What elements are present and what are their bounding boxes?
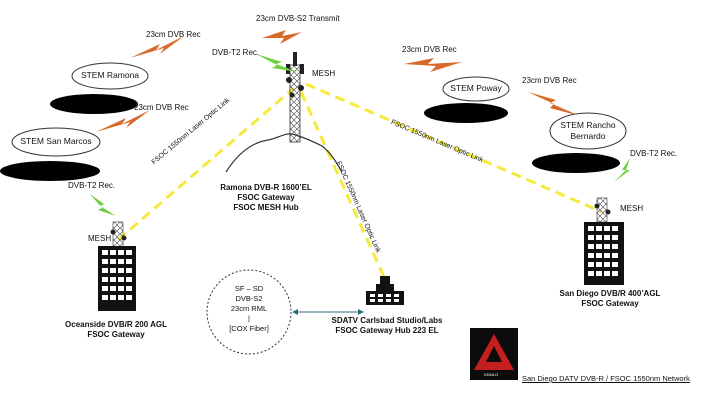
network-caption: San Diego DATV DVB-R / FSOC 1550nm Netwo… — [522, 374, 690, 383]
stem-ramona-rec-label: 23cm DVB Rec — [146, 30, 201, 39]
stem-san-marcos-rec-label: 23cm DVB Rec — [134, 103, 189, 112]
oceanside-building — [98, 221, 136, 311]
lightning-bolt-icon — [262, 30, 302, 44]
stem-ramona-label: STEM Ramona — [80, 70, 140, 80]
fiber-line: SF – SD — [234, 284, 264, 293]
hub-rx-label: DVB-T2 Rec. — [212, 48, 260, 57]
lightning-bolt-icon — [404, 58, 462, 72]
stem-san-marcos-shadow — [0, 161, 100, 181]
stem-san-marcos-label: STEM San Marcos — [20, 136, 92, 146]
laser-link-carlsbad — [299, 91, 386, 278]
stem-rancho-bernardo-rec-label: 23cm DVB Rec — [522, 76, 577, 85]
fiber-line: [COX Fiber] — [229, 324, 269, 333]
arrow-head-right-icon — [358, 309, 364, 315]
fiber-line: DVB-S2 — [235, 294, 263, 303]
fiber-circle — [206, 269, 292, 355]
fiber-line: 23cm RML — [230, 304, 268, 313]
lightning-bolt-icon — [130, 36, 184, 58]
carlsbad-studio-icon — [366, 276, 404, 305]
kd6ilo-logo — [470, 328, 518, 380]
san-diego-caption-line: FSOC Gateway — [581, 299, 639, 308]
san-diego-caption: San Diego DVB/R 400’AGL FSOC Gateway — [550, 289, 670, 309]
stem-rancho-bernardo-ellipse — [549, 112, 627, 150]
rx-bolt-icon — [90, 194, 116, 216]
san-diego-rx-label: DVB-T2 Rec. — [630, 149, 678, 158]
hub-caption-line: Ramona DVB-R 1600’EL — [220, 183, 312, 192]
carlsbad-caption: SDATV Carlsbad Studio/Labs FSOC Gateway … — [322, 316, 452, 336]
stem-san-marcos-ellipse — [11, 127, 101, 157]
laser-link-oceanside — [117, 86, 295, 242]
hub-transmit-label: 23cm DVB-S2 Transmit — [256, 14, 340, 23]
hub-mesh-label: MESH — [312, 69, 336, 78]
arrow-head-left-icon — [292, 309, 298, 315]
oceanside-caption: Oceanside DVB/R 200 AGL FSOC Gateway — [46, 320, 186, 340]
san-diego-building — [584, 197, 624, 285]
mountain — [225, 133, 343, 173]
hub-caption: Ramona DVB-R 1600’EL FSOC Gateway FSOC M… — [216, 183, 316, 213]
oceanside-mesh-label: MESH — [88, 234, 112, 243]
oceanside-caption-line: Oceanside DVB/R 200 AGL — [65, 320, 167, 329]
stem-poway-shadow — [424, 103, 508, 123]
hub-caption-line: FSOC MESH Hub — [233, 203, 299, 212]
fiber-line: | — [248, 314, 250, 323]
san-diego-mesh-label: MESH — [620, 204, 644, 213]
stem-poway-rec-label: 23cm DVB Rec — [402, 45, 457, 54]
lightning-bolt-icon — [528, 92, 580, 116]
lightning-bolt-icon — [96, 110, 150, 132]
carlsbad-caption-line: FSOC Gateway Hub 223 EL — [335, 326, 439, 335]
stem-ramona-shadow — [50, 94, 138, 114]
fiber-text: SF – SD DVB-S2 23cm RML | [COX Fiber] — [216, 284, 282, 334]
rx-bolt-icon — [256, 54, 298, 72]
carlsbad-caption-line: SDATV Carlsbad Studio/Labs — [331, 316, 443, 325]
stem-rancho-bernardo-shadow — [532, 153, 620, 173]
stem-rancho-bernardo-label: STEM Rancho Bernardo — [560, 120, 616, 141]
stem-ramona-ellipse — [71, 62, 149, 90]
hub-caption-line: FSOC Gateway — [237, 193, 295, 202]
san-diego-caption-line: San Diego DVB/R 400’AGL — [559, 289, 661, 298]
hub-tower — [286, 52, 304, 143]
stem-poway-ellipse — [442, 76, 510, 102]
logo-text: KD6ILO — [484, 372, 499, 377]
oceanside-caption-line: FSOC Gateway — [87, 330, 145, 339]
rx-bolt-icon — [614, 158, 630, 182]
oceanside-rx-label: DVB-T2 Rec. — [68, 181, 116, 190]
laser-link-san-diego — [305, 82, 603, 214]
stem-poway-label: STEM Poway — [450, 83, 502, 93]
